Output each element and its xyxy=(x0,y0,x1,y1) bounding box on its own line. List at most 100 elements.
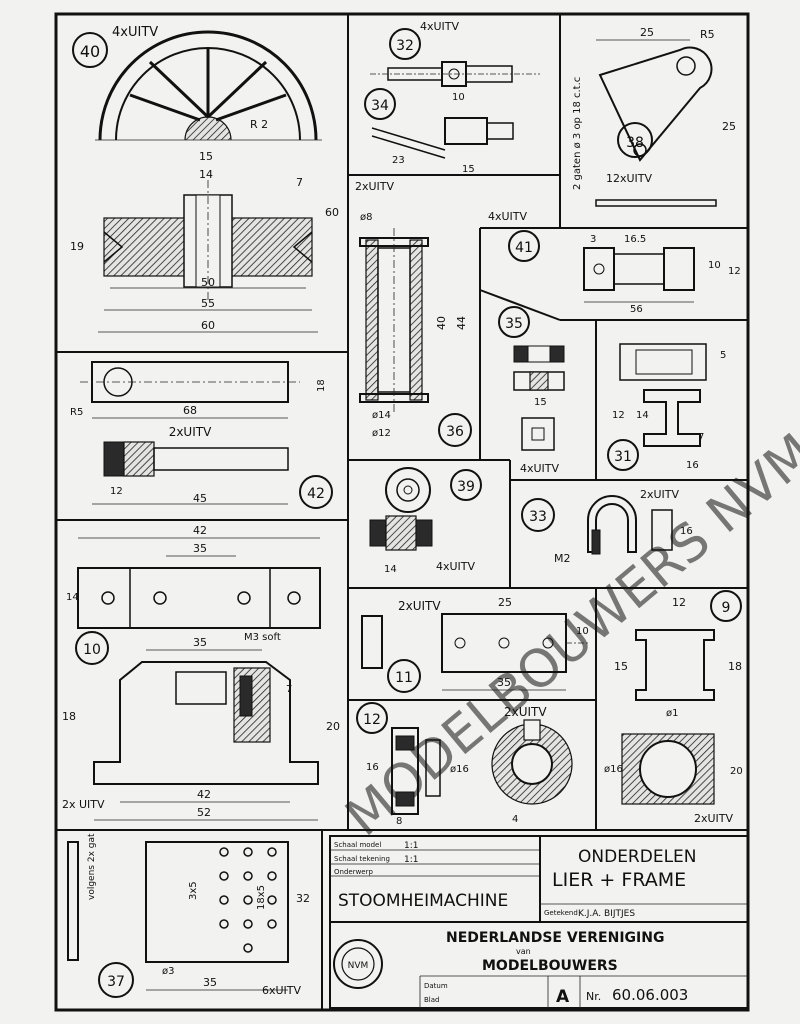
part-10-dim-7: 7 xyxy=(286,684,292,695)
part-35-dim-15: 15 xyxy=(534,397,547,408)
part-37-drawing: volgens 2x gat 3x5 18x5 32 ø3 35 37 6xUI… xyxy=(67,833,310,998)
part-40-dim-rim: 7 xyxy=(296,176,303,189)
part-42-dim-68: 68 xyxy=(183,404,197,417)
part-40-dim-50: 50 xyxy=(201,276,215,289)
part-40-qty: 4xUITV xyxy=(112,25,158,40)
part-38-qty: 12xUITV xyxy=(606,172,653,185)
sheet-format: A xyxy=(556,987,570,1007)
part-40-balloon xyxy=(72,32,108,68)
sheet-label: Blad xyxy=(424,996,439,1004)
part-12-drawing: 12 16 8 2xUITV ø16 4 xyxy=(356,702,573,827)
part-10-dim-35: 35 xyxy=(193,542,207,555)
part-38-dim-height: 25 xyxy=(722,120,736,133)
part-40-dim-60: 60 xyxy=(201,319,215,332)
part-38-number: 38 xyxy=(626,135,644,151)
part-9-qty: 2xUITV xyxy=(694,812,734,825)
part-9-dim-12: 12 xyxy=(672,596,686,609)
drawing-number-label: Nr. xyxy=(586,990,601,1003)
part-31-dim-16: 16 xyxy=(686,460,699,471)
part-42-dim-r5: R5 xyxy=(70,407,83,418)
part-40-dim-rim-width: 60 xyxy=(325,206,339,219)
panel-grid xyxy=(56,14,748,1010)
nvm-logo-text: NVM xyxy=(348,961,369,971)
part-39-dim-14: 14 xyxy=(384,564,397,575)
part-37-note: volgens 2x gat xyxy=(87,833,97,900)
part-11-dim-10: 10 xyxy=(576,626,589,637)
part-41-dim-16-5: 16.5 xyxy=(624,234,646,245)
part-41-dim-3: 3 xyxy=(590,234,596,245)
part-40-number: 40 xyxy=(80,42,100,61)
subject-label: Onderwerp xyxy=(334,868,373,876)
part-41-qty: 4xUITV xyxy=(488,210,528,223)
part-38-drawing: 2 gaten ø 3 op 18 c.t.c 25 R5 38 12xUITV… xyxy=(572,26,736,207)
part-39-number: 39 xyxy=(457,479,475,495)
part-31-dim-5: 5 xyxy=(720,350,726,361)
part-40-dim-55: 55 xyxy=(201,297,215,310)
part-41-drawing: 4xUITV 41 3 16.5 56 10 12 xyxy=(488,210,741,315)
part-32-number: 32 xyxy=(396,38,414,54)
part-12-number: 12 xyxy=(363,712,381,728)
part-10-dim-14: 14 xyxy=(66,592,79,603)
part-34-dim-10: 10 xyxy=(452,92,465,103)
nvm-logo xyxy=(333,939,383,989)
part-35-qty: 4xUITV xyxy=(520,462,560,475)
part-41-dim-10: 10 xyxy=(708,260,721,271)
part-42-dim-12: 12 xyxy=(110,486,123,497)
drawn-by-label: Getekend xyxy=(544,909,578,917)
part-40-dim-height: 19 xyxy=(70,240,84,253)
drawing-border xyxy=(54,12,750,1012)
date-label: Datum xyxy=(424,982,448,990)
part-9-dim-ø1: ø1 xyxy=(666,708,678,719)
part-32-qty: 4xUITV xyxy=(420,20,460,33)
part-12-dim-8: 8 xyxy=(396,816,402,827)
part-9-drawing: 9 12 15 18 ø1 ø16 20 2xUITV xyxy=(604,590,743,825)
part-40-dim-radius: R 2 xyxy=(250,118,268,131)
part-9-dim-15: 15 xyxy=(614,660,628,673)
part-34-dim-23: 23 xyxy=(392,155,405,166)
part-33-drawing: 33 2xUITV M2 16 xyxy=(521,488,693,565)
part-31-dim-12: 12 xyxy=(612,410,625,421)
part-42-dim-18: 18 xyxy=(316,379,327,392)
part-10-dim-42: 42 xyxy=(193,524,207,537)
org-name-line1: NEDERLANDSE VERENIGING xyxy=(446,930,664,946)
part-36-dim-40: 40 xyxy=(435,316,448,330)
part-34-number: 34 xyxy=(371,98,389,114)
part-33-qty: 2xUITV xyxy=(640,488,680,501)
part-38-dim-width: 25 xyxy=(640,26,654,39)
subject-title: STOOMHEIMACHINE xyxy=(338,891,508,911)
part-37-qty: 6xUITV xyxy=(262,984,302,997)
part-42-dim-45: 45 xyxy=(193,492,207,505)
part-41-dim-56: 56 xyxy=(630,304,643,315)
scale-model-value: 1:1 xyxy=(404,841,418,851)
part-11-drawing: 2xUITV 25 10 11 35 xyxy=(361,596,590,693)
part-33-dim-16: 16 xyxy=(680,526,693,537)
part-10-note-m3: M3 soft xyxy=(244,632,281,643)
part-10-dim-52: 52 xyxy=(197,806,211,819)
scale-drawing-label: Schaal tekening xyxy=(334,855,390,863)
scale-drawing-value: 1:1 xyxy=(404,855,418,865)
part-11-dim-25: 25 xyxy=(498,596,512,609)
part-title-line1: ONDERDELEN xyxy=(578,847,697,867)
part-37-dim-32: 32 xyxy=(296,892,310,905)
drawing-number: 60.06.003 xyxy=(612,986,688,1004)
part-9-dim-16: ø16 xyxy=(604,764,623,775)
part-9-dim-18: 18 xyxy=(728,660,742,673)
part-12-dim-4: 4 xyxy=(512,814,518,825)
part-10-qty: 2x UITV xyxy=(62,798,105,811)
part-12-dim-16: 16 xyxy=(366,762,379,773)
part-40-dim-hub-inner: 14 xyxy=(199,168,213,181)
part-42-drawing: 18 68 R5 2xUITV 12 45 42 xyxy=(70,361,333,509)
part-10-number: 10 xyxy=(83,642,101,658)
part-38-dim-radius: R5 xyxy=(700,28,715,41)
part-9-dim-20: 20 xyxy=(730,766,743,777)
part-title-line2: LIER + FRAME xyxy=(552,869,686,891)
part-36-dim-8: ø8 xyxy=(360,212,372,223)
part-32-34-drawing: 32 4xUITV 34 10 23 15 xyxy=(364,20,540,175)
part-34-dim-15: 15 xyxy=(462,164,475,175)
part-40-flywheel-drawing: 40 4xUITV R 2 15 14 7 60 19 50 55 60 xyxy=(70,25,339,333)
part-38-note: 2 gaten ø 3 op 18 c.t.c xyxy=(572,77,583,190)
part-36-dim-44: 44 xyxy=(455,316,468,330)
part-37-dim-ø3: ø3 xyxy=(162,966,174,977)
